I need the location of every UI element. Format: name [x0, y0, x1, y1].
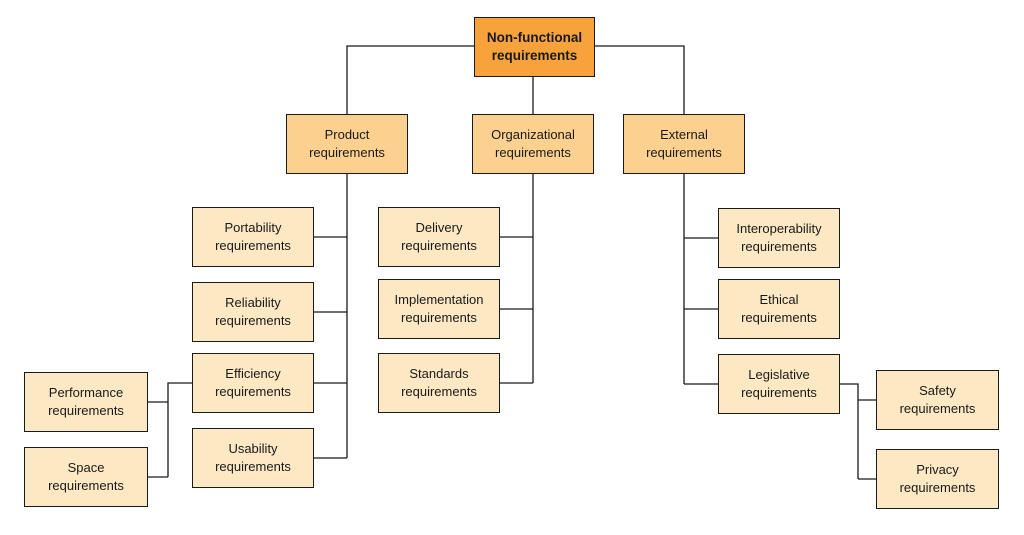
connector-root-to-product: [346, 45, 474, 114]
node-external-requirements: External requirements: [623, 114, 745, 174]
node-standards-requirements: Standards requirements: [378, 353, 500, 413]
node-delivery-requirements: Delivery requirements: [378, 207, 500, 267]
node-label-line1: Portability: [224, 220, 282, 235]
node-label-line1: Implementation: [394, 292, 484, 307]
node-implementation-requirements: Implementation requirements: [378, 279, 500, 339]
node-label-line2: requirements: [401, 384, 477, 399]
node-non-functional-requirements: Non-functional requirements: [474, 17, 595, 77]
node-label-line2: requirements: [401, 238, 477, 253]
node-label-line2: requirements: [495, 145, 571, 160]
node-label-line1: Privacy: [916, 462, 959, 477]
node-legislative-requirements: Legislative requirements: [718, 354, 840, 414]
node-label-line2: requirements: [741, 239, 817, 254]
node-organizational-requirements: Organizational requirements: [472, 114, 594, 174]
node-label-line1: Reliability: [225, 295, 281, 310]
node-label-line1: Standards: [409, 366, 469, 381]
node-label-line2: requirements: [215, 459, 291, 474]
connector-legislative-to-children: [839, 383, 859, 479]
node-safety-requirements: Safety requirements: [876, 370, 999, 430]
node-label-line2: requirements: [899, 480, 976, 495]
node-product-requirements: Product requirements: [286, 114, 408, 174]
node-reliability-requirements: Reliability requirements: [192, 282, 314, 342]
node-label-line1: Delivery: [415, 220, 463, 235]
node-usability-requirements: Usability requirements: [192, 428, 314, 488]
node-label-line1: Performance: [48, 385, 124, 400]
node-label-line1: Organizational: [491, 127, 575, 142]
node-space-requirements: Space requirements: [24, 447, 148, 507]
node-label-line1: Legislative: [748, 367, 810, 382]
node-label-line2: requirements: [741, 310, 817, 325]
node-label-line2: requirements: [401, 310, 477, 325]
node-label-line2: requirements: [741, 385, 817, 400]
node-label-line1: Product: [324, 127, 370, 142]
node-performance-requirements: Performance requirements: [24, 372, 148, 432]
node-efficiency-requirements: Efficiency requirements: [192, 353, 314, 413]
node-label-line1: External: [660, 127, 708, 142]
node-label-line1: Safety: [919, 383, 956, 398]
node-label-line2: requirements: [48, 403, 124, 418]
node-interoperability-requirements: Interoperability requirements: [718, 208, 840, 268]
node-label-line1: Ethical: [759, 292, 799, 307]
node-privacy-requirements: Privacy requirements: [876, 449, 999, 509]
connector-root-to-external: [594, 45, 685, 114]
node-label-line2: requirements: [309, 145, 385, 160]
node-label-line2: requirements: [48, 478, 124, 493]
node-portability-requirements: Portability requirements: [192, 207, 314, 267]
node-label-line1: Space: [67, 460, 105, 475]
connector-efficiency-to-children: [167, 382, 192, 477]
node-label-line1: Interoperability: [736, 221, 822, 236]
node-label-line2: requirements: [491, 48, 578, 63]
node-label-line1: Non-functional: [486, 30, 583, 45]
node-label-line2: requirements: [215, 238, 291, 253]
node-label-line1: Usability: [228, 441, 278, 456]
node-label-line2: requirements: [215, 384, 291, 399]
node-ethical-requirements: Ethical requirements: [718, 279, 840, 339]
node-label-line2: requirements: [899, 401, 976, 416]
node-label-line2: requirements: [215, 313, 291, 328]
node-label-line2: requirements: [646, 145, 722, 160]
node-label-line1: Efficiency: [225, 366, 281, 381]
